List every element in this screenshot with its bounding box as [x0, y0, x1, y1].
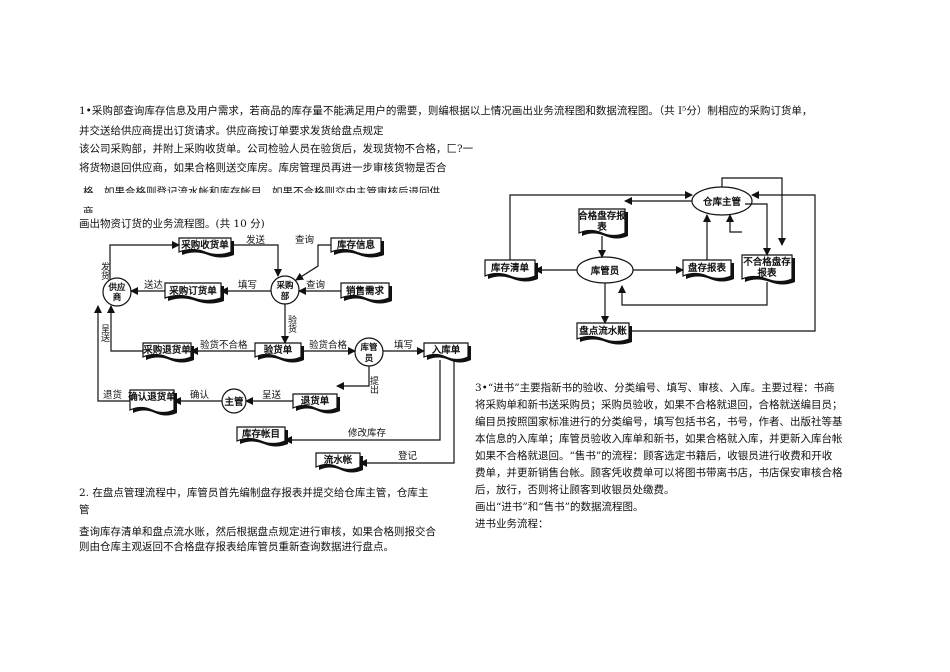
doc-inbound: 入库单 [423, 342, 471, 363]
label-warehouse-supervisor: 仓库主管 [702, 196, 742, 208]
q3-line-2: 将采购单和新书送采购员；采购员验收，如果不合格就退回，合格就送编目员； [475, 399, 843, 411]
node-pipe-yuan-2: 库管员 [576, 256, 634, 284]
label-flow-account: 盘点流水账 [579, 325, 627, 337]
svg-text:部: 部 [281, 291, 290, 302]
label-stock-list: 库存清单 [490, 262, 530, 274]
q3-line-4: 本信息的入库单；库管员验收入库单和新书，如果合格就入库，并更新入库台帐 [475, 433, 843, 445]
label-supervisor: 主管 [224, 396, 244, 408]
q3-line-9: 进书业务流程： [475, 518, 549, 530]
label-submit1: 呈送 [99, 324, 110, 343]
q2-line-3: 查询库存清单和盘点流水账，然后根据盘点规定进行审核，如果合格则报交合 [79, 526, 436, 538]
label-register: 登记 [398, 450, 418, 462]
label-return-order: 采购退货单 [142, 344, 191, 356]
label-qualified-report-2: 表 [596, 221, 607, 233]
svg-text:采购: 采购 [275, 280, 294, 291]
node-warehouse-supervisor: 仓库主管 [691, 186, 753, 216]
node-supplier: 供应 商 [102, 277, 132, 307]
label-confirm-return: 确认退货单 [128, 391, 176, 403]
label-pipe-yuan-2: 库管员 [590, 265, 620, 277]
q3-line-5: 如果不合格就退回。“售书”的流程：顾客选定书籍后，收银员进行收费和开收 [475, 450, 833, 462]
label-sales-demand: 销售需求 [346, 285, 385, 297]
q3-line-8: 画出“进书”和“售书”的数据流程图。 [475, 501, 644, 513]
doc-receipt: 采购收货单 [178, 237, 234, 258]
doc-stock-list: 库存清单 [484, 259, 538, 282]
q3-line-7: 后，放行，否则将让顾客到收银员处缴费。 [475, 484, 675, 496]
label-fail: 验货不合格 [200, 339, 248, 351]
label-inventory-report: 盘存报表 [688, 262, 727, 274]
label-propose: 提出 [368, 376, 379, 395]
label-flow-ledger: 流水帐 [324, 454, 353, 466]
q1-line-5: 格，如果合格则登记流水帐和库存帐目，如果不合格则交由主管审核后退回供 [83, 186, 440, 193]
label-submit2: 呈送 [262, 389, 282, 401]
doc-inventory-report: 盘存报表 [682, 259, 734, 282]
label-unqualified-report-2: 报表 [757, 267, 777, 279]
label-inspection: 验货单 [264, 344, 293, 356]
label-inventory-info: 库存信息 [336, 239, 376, 251]
label-ship: 发货 [99, 261, 110, 281]
q1-line-2: 并交送给供应商提出订货请求。供应商按订单要求发货给盘点规定 [79, 125, 384, 137]
doc-flow-account: 盘点流水账 [576, 322, 632, 345]
svg-text:商: 商 [113, 292, 122, 303]
q2-line-2: 管 [79, 504, 90, 516]
q2-line-1: 2. 在盘点管理流程中，库管员首先编制盘存报表并提交给仓库主管，仓库主 [79, 487, 429, 499]
label-inspect: 验货 [286, 314, 297, 334]
node-supervisor: 主管 [221, 388, 247, 414]
doc-qualified-report: 合格盘存报 表 [578, 208, 628, 239]
node-pipe-yuan: 库管 员 [354, 337, 384, 367]
doc-order: 采购订货单 [164, 282, 224, 304]
label-modify: 修改库存 [348, 427, 387, 439]
doc-inventory-info: 库存信息 [330, 237, 384, 258]
label-qualified-report-1: 合格盘存报 [578, 210, 626, 222]
q2-line-4: 则由仓库主观返回不合格盘存报表给库管员重新查询数据进行盘点。 [79, 541, 394, 553]
q1-line-1: 1•采购部查询库存信息及用户需求，若商品的库存量不能满足用户的需要，则编根据以上… [79, 105, 813, 117]
q1-prompt: 画出物资订货的业务流程图。(共 10 分) [79, 218, 265, 230]
node-purchase-dept: 采购 部 [270, 275, 300, 305]
doc-flow-ledger: 流水帐 [315, 452, 363, 473]
label-send: 发送 [246, 234, 266, 246]
label-confirm: 确认 [190, 389, 210, 401]
label-pass: 验货合格 [309, 339, 348, 351]
label-order: 采购订货单 [168, 285, 217, 297]
label-stock-ledger: 库存帐目 [241, 428, 280, 440]
doc-confirm-return: 确认退货单 [128, 389, 177, 416]
svg-text:供应: 供应 [107, 282, 126, 293]
label-fill1: 填写 [238, 279, 257, 291]
q1-line-3: 该公司采购部，并附上采购收货单。公司检验人员在验货后，发现货物不合格，匚?一 [79, 143, 474, 155]
svg-text:员: 员 [365, 354, 374, 364]
q3-line-3: 编目员按照国家标准进行的分类编号，填写包括书名，书号，作者、出版社等基 [475, 416, 843, 428]
doc-stock-ledger: 库存帐目 [236, 426, 288, 447]
label-return-goods: 退货 [103, 389, 122, 401]
doc-inspection: 验货单 [254, 342, 304, 363]
q3-line-6: 费单，并更新销售台帐。顾客凭收费单可以将图书带离书店，书店保安审核合格 [475, 467, 843, 479]
label-fill2: 填写 [394, 339, 413, 351]
q1-line-4: 将货物退回供应商，如果合格则送交库房。库房管理员再进一步审核货物是否合 [79, 162, 447, 174]
doc-return-slip: 退货单 [292, 393, 340, 414]
doc-return-order: 采购退货单 [142, 342, 194, 363]
label-unqualified-report-1: 不合格盘存 [743, 256, 791, 268]
q3-line-1: 3•“进书”主要指新书的验收、分类编号、填写、审核、入库。主要过程：书商 [475, 382, 835, 394]
doc-unqualified-report: 不合格盘存 报表 [741, 254, 795, 285]
label-query2: 查询 [306, 279, 325, 291]
doc-sales-demand: 销售需求 [340, 282, 392, 304]
q1-line-6: 商 [83, 206, 94, 213]
svg-text:库管: 库管 [360, 342, 378, 353]
label-receipt: 采购收货单 [180, 239, 229, 251]
label-return-slip: 退货单 [301, 395, 330, 407]
label-inbound: 入库单 [431, 344, 461, 356]
label-deliver: 送达 [144, 279, 164, 291]
label-query1: 查询 [295, 234, 314, 246]
